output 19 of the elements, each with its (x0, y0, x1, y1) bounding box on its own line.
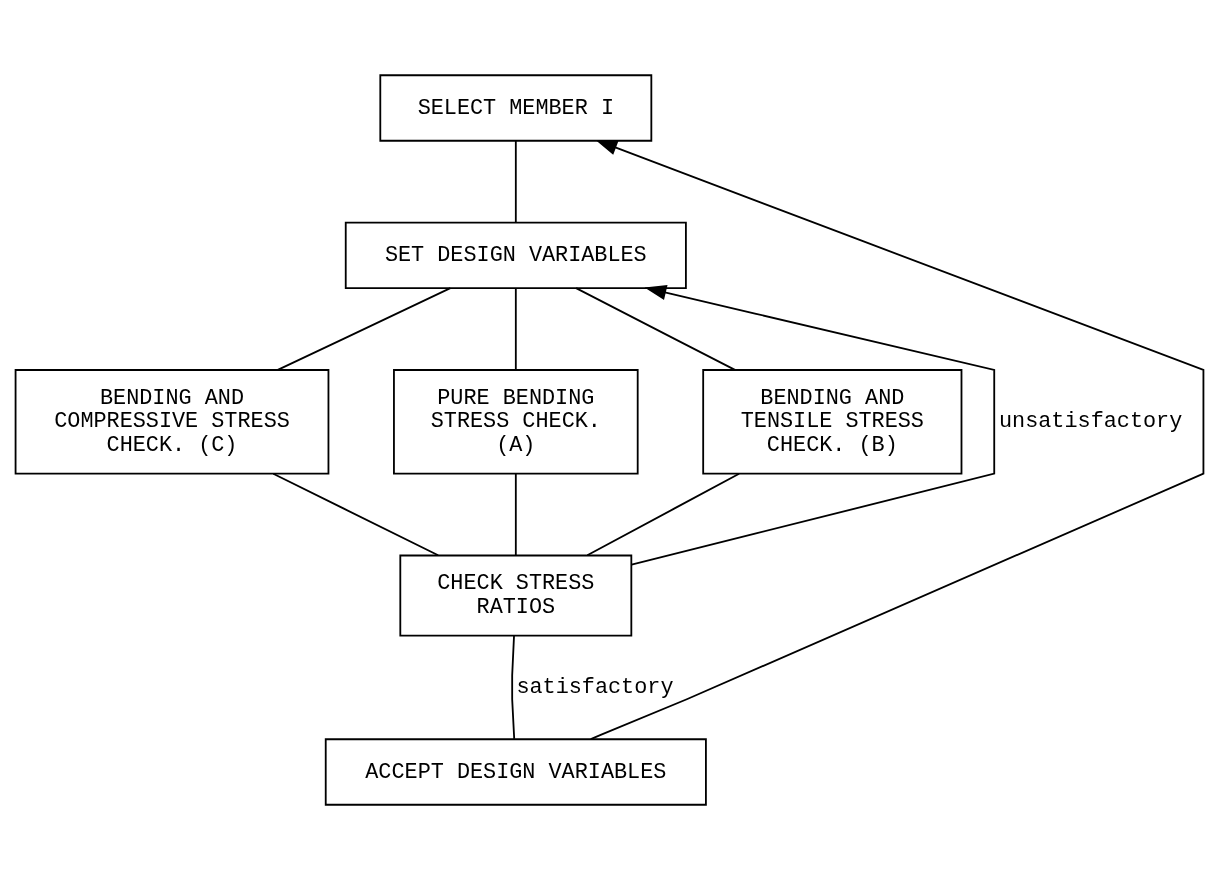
connector (514, 472, 517, 557)
node-box: SELECT MEMBER I (379, 74, 653, 142)
connector (511, 635, 516, 740)
arrow (589, 140, 1205, 740)
node-box: BENDING AND TENSILE STRESS CHECK. (B) (702, 369, 963, 475)
node-box: CHECK STRESS RATIOS (399, 554, 633, 637)
arrow (630, 285, 996, 566)
edge-label: satisfactory (516, 675, 674, 701)
edge-label: unsatisfactory (999, 409, 1183, 435)
connector (272, 472, 440, 557)
node-box: ACCEPT DESIGN VARIABLES (324, 738, 707, 806)
connector (276, 287, 452, 371)
connector (514, 140, 517, 224)
connector (586, 472, 740, 557)
node-box: BENDING AND COMPRESSIVE STRESS CHECK. (C) (14, 369, 330, 475)
node-box: SET DESIGN VARIABLES (344, 221, 687, 290)
node-box: PURE BENDING STRESS CHECK. (A) (393, 369, 639, 475)
connector (575, 287, 736, 371)
connector (514, 287, 517, 371)
